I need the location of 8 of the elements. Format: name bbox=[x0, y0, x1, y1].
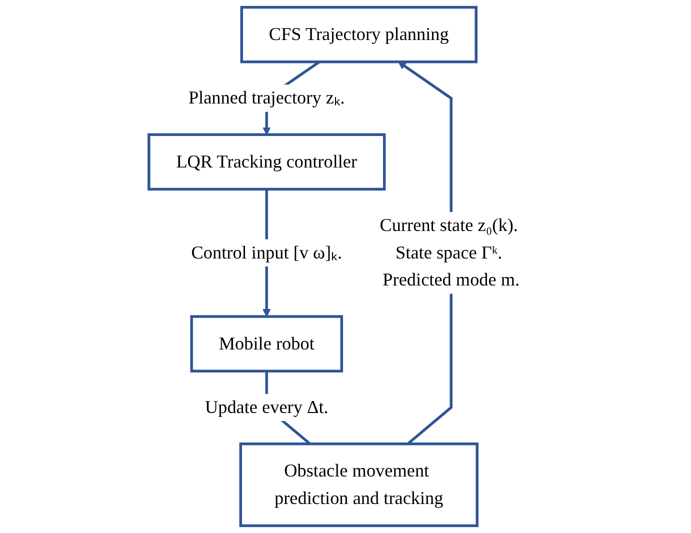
edge-label: Planned trajectory zₖ. bbox=[188, 88, 345, 108]
edge-label: Update every Δt. bbox=[204, 397, 328, 418]
edge-label: Control input [v ω]ₖ. bbox=[191, 242, 342, 263]
node-box: Mobile robot bbox=[190, 315, 344, 372]
node-box: CFS Trajectory planning bbox=[240, 6, 478, 64]
node-box: LQR Tracking controller bbox=[148, 133, 386, 191]
node-box: Obstacle movement prediction and tracking bbox=[239, 442, 478, 528]
edge-label: Current state z₀(k). State space Γᵏ. Predicted mode m. bbox=[380, 216, 520, 290]
